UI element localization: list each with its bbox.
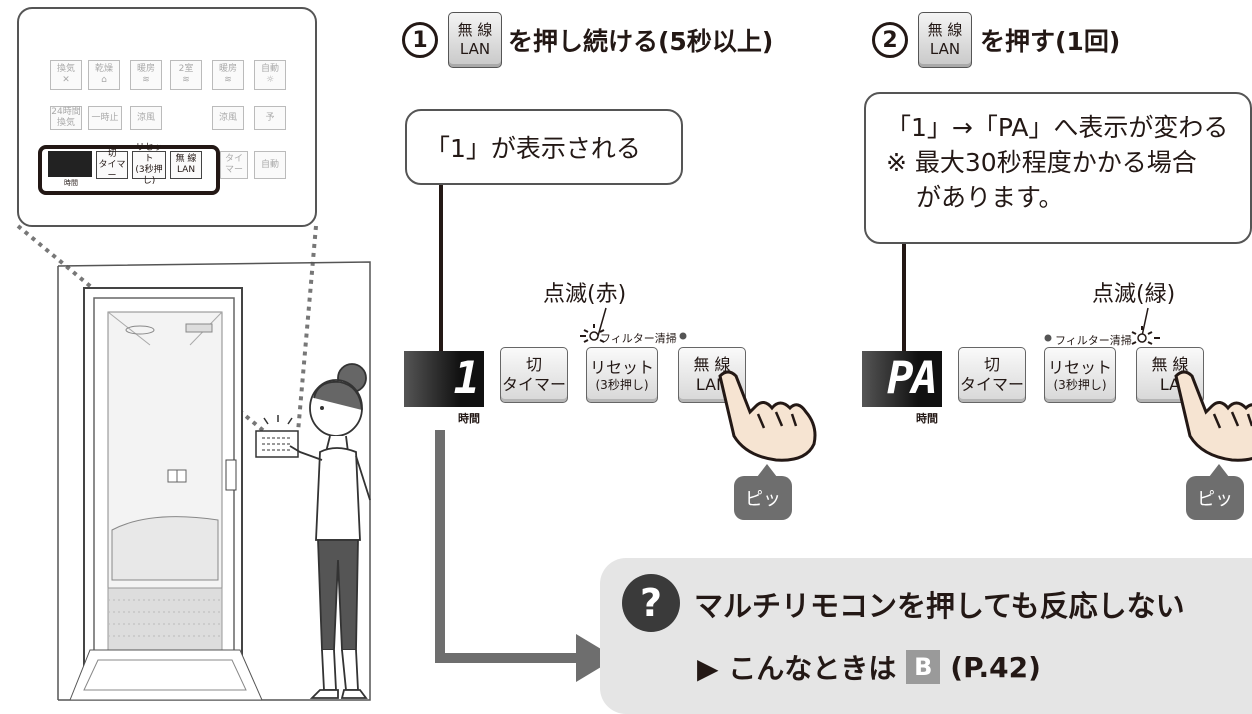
bathroom-illustration	[16, 7, 371, 701]
step1-instruction: を押し続ける(5秒以上)	[508, 27, 774, 56]
step1-timer-button: 切タイマー	[500, 347, 568, 403]
step2-display-label: 時間	[916, 412, 938, 425]
step2-callout: 「1」→「PA」へ表示が変わる ※ 最大30秒程度かかる場合 があります。	[864, 92, 1252, 244]
step1-beep-bubble: ピッ	[734, 464, 792, 520]
mini-two-room-button: 2室≋	[170, 60, 202, 90]
step2-pressing-hand-icon	[1174, 370, 1252, 462]
step2-number: 2	[872, 22, 908, 58]
mini-yo-button: 予	[254, 106, 286, 130]
step2-callout-stem	[902, 244, 906, 356]
troubleshoot-title: マルチリモコンを押しても反応しない	[694, 589, 1185, 623]
step2-beep-bubble: ピッ	[1186, 464, 1244, 520]
step2-instruction: を押す(1回)	[980, 27, 1121, 56]
step1-callout-stem	[439, 185, 443, 355]
mini-display-label: 時間	[64, 179, 78, 187]
mini-24h-button: 24時間換気	[50, 106, 82, 130]
step2-callout-line3: があります。	[916, 183, 1064, 212]
step1-blink-label: 点滅(赤)	[543, 282, 627, 307]
step2-reset-button: リセット(3秒押し)	[1044, 347, 1116, 403]
mini-auto2-button: 自動	[254, 151, 286, 179]
step1-filter-label: フィルター清掃	[600, 332, 677, 345]
step2-callout-line1: 「1」→「PA」へ表示が変わる	[886, 113, 1229, 142]
step1-callout: 「1」が表示される	[405, 109, 683, 185]
highlight-frame	[38, 145, 220, 195]
troubleshoot-reference: ▶ こんなときは B (P.42)	[697, 647, 1041, 687]
step2-callout-line2: ※ 最大30秒程度かかる場合	[886, 148, 1197, 177]
step2-filter-label: フィルター清掃	[1055, 334, 1132, 347]
reference-prefix: ▶ こんなときは	[697, 652, 897, 685]
mini-heat2-button: 暖房≋	[212, 60, 244, 90]
mini-timer2-button: タイマー	[220, 151, 248, 179]
step1-pressing-hand-icon	[718, 370, 817, 462]
mini-heat-button: 暖房≋	[130, 60, 162, 90]
troubleshoot-box	[600, 558, 1252, 714]
step1-number: 1	[402, 22, 438, 58]
mini-display	[48, 151, 92, 177]
step1-blink-mark	[580, 307, 687, 343]
mini-pause-button: 一時止	[88, 106, 122, 130]
step1-display: 1	[404, 351, 484, 407]
step2-timer-button: 切タイマー	[958, 347, 1026, 403]
mini-cool2-button: 涼風	[212, 106, 244, 130]
mini-ventilation-button: 換気✕	[50, 60, 82, 90]
mini-timer-button: 切タイマー	[96, 149, 128, 181]
step1-reset-button: リセット(3秒押し)	[586, 347, 658, 403]
reference-page: (P.42)	[950, 650, 1041, 684]
mini-auto-button: 自動☼	[254, 60, 286, 90]
flow-arrow	[435, 430, 616, 682]
reference-badge: B	[906, 650, 941, 684]
question-icon: ?	[622, 574, 680, 632]
mini-reset-button: リセット(3秒押し)	[132, 143, 166, 186]
step2-blink-label: 点滅(緑)	[1092, 282, 1176, 307]
step2-blink-mark	[1044, 307, 1160, 345]
step1-display-label: 時間	[458, 412, 480, 425]
step2-display: PA	[862, 351, 942, 407]
mini-cool-button: 涼風	[130, 106, 162, 130]
inset-remote-panel: 換気✕ 乾燥⌂ 暖房≋ 2室≋ 暖房≋ 自動☼ 24時間換気 一時止 涼風 涼風…	[38, 46, 302, 196]
mini-dry-button: 乾燥⌂	[88, 60, 120, 90]
